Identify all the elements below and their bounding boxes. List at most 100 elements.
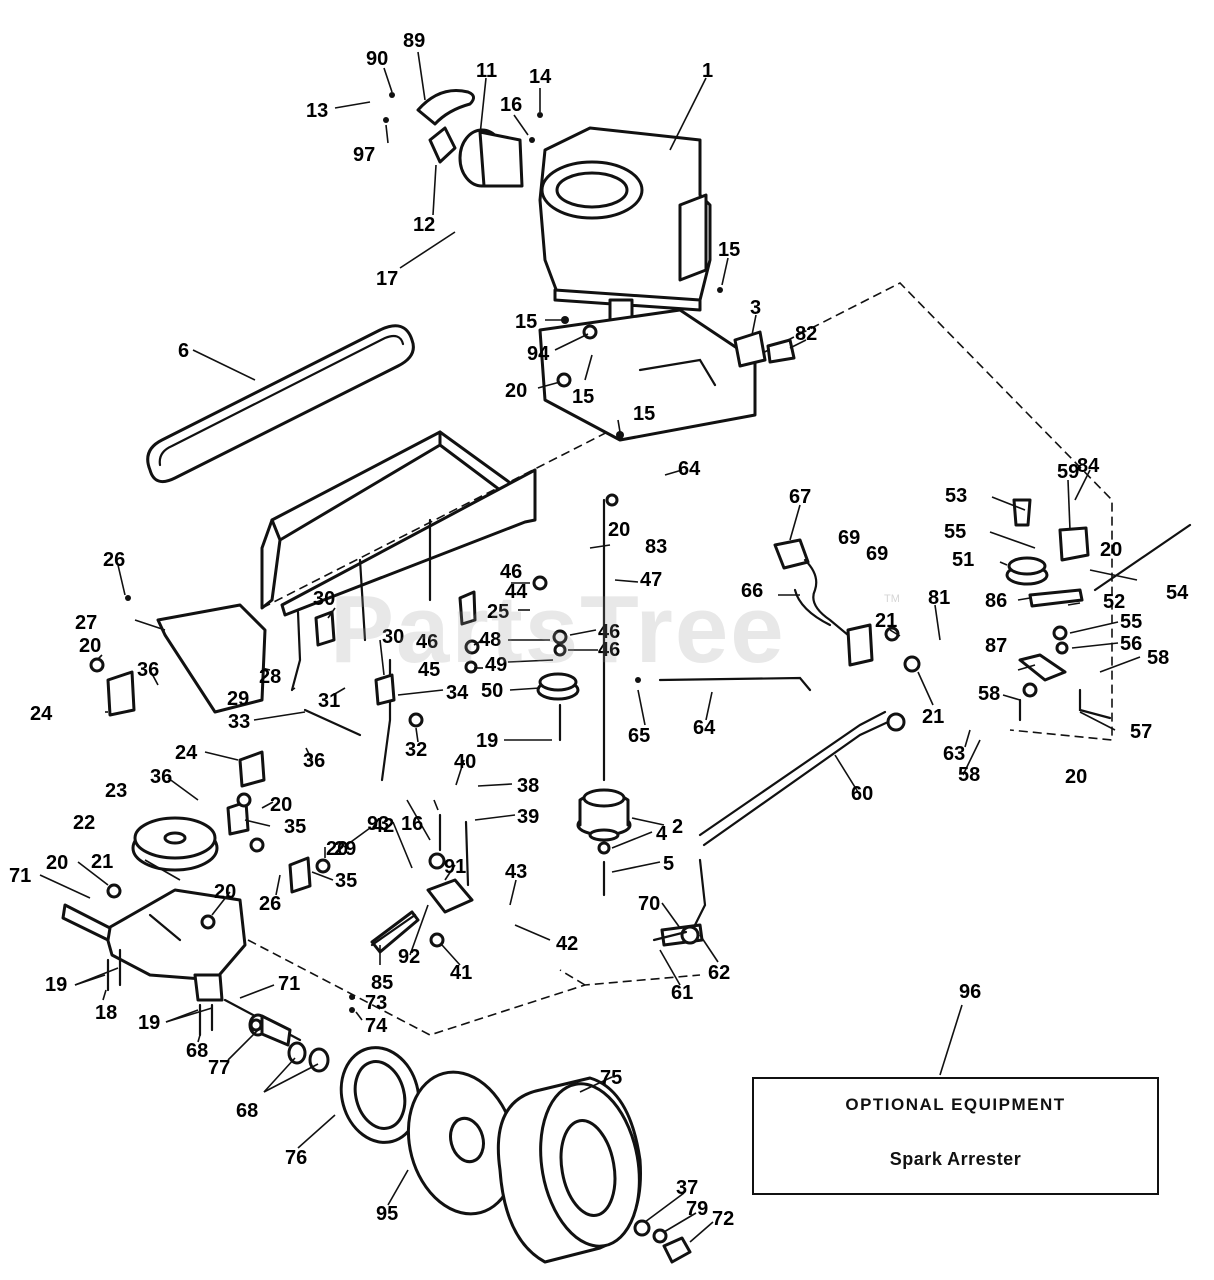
callout-55-top: 55	[944, 521, 966, 543]
optional-equipment-item: Spark Arrester	[889, 1149, 1022, 1169]
callout-41: 41	[450, 962, 472, 984]
callout-43: 43	[505, 861, 527, 883]
callout-6: 6	[178, 340, 189, 362]
callout-26-lower: 26	[259, 893, 281, 915]
callout-5: 5	[663, 853, 674, 875]
callout-54: 54	[1166, 582, 1189, 604]
callout-60: 60	[851, 783, 873, 805]
callout-20-transaxle: 20	[46, 852, 68, 874]
linkage-rods	[290, 498, 1192, 927]
callout-47: 47	[640, 569, 662, 591]
callout-62: 62	[708, 962, 730, 984]
callout-67: 67	[789, 486, 811, 508]
callout-46-right-b: 46	[598, 639, 620, 661]
fasteners	[89, 92, 1069, 1037]
idler-pulleys	[536, 556, 1049, 701]
callout-15-frame: 15	[633, 403, 655, 425]
callout-58-right: 58	[1147, 647, 1169, 669]
callout-24-left: 24	[30, 703, 53, 725]
callout-90: 90	[366, 48, 388, 70]
callout-20-pulley: 20	[326, 838, 348, 860]
callout-77: 77	[208, 1057, 230, 1079]
callout-81: 81	[928, 587, 950, 609]
callout-74: 74	[365, 1015, 388, 1037]
callout-19-pulley: 19	[476, 730, 498, 752]
callout-37: 37	[676, 1177, 698, 1199]
chassis-frame	[260, 430, 537, 642]
callout-21-shaft: 21	[875, 610, 897, 632]
callout-16: 16	[500, 94, 522, 116]
callout-36-left: 36	[137, 659, 159, 681]
callout-61: 61	[671, 982, 693, 1004]
drive-belt	[146, 324, 415, 484]
callout-29-center: 29	[334, 838, 356, 860]
callout-3: 3	[750, 297, 761, 319]
callout-71-right: 71	[278, 973, 300, 995]
callout-19-transaxle-left: 19	[45, 974, 67, 996]
callout-86: 86	[985, 590, 1007, 612]
callout-44: 44	[505, 581, 528, 603]
callout-50: 50	[481, 680, 503, 702]
callout-12: 12	[413, 214, 435, 236]
callout-31: 31	[318, 690, 340, 712]
callout-75: 75	[600, 1067, 622, 1089]
callout-35-lower: 35	[335, 870, 357, 892]
callout-48: 48	[479, 629, 501, 651]
callout-56: 56	[1120, 633, 1142, 655]
callout-46-left-a: 46	[416, 631, 438, 653]
callout-49: 49	[485, 654, 507, 676]
callout-72: 72	[712, 1208, 734, 1230]
callout-42-upper: 42	[372, 815, 394, 837]
callout-52: 52	[1103, 591, 1125, 613]
callout-66: 66	[741, 580, 763, 602]
callout-22: 22	[73, 812, 95, 834]
callout-85: 85	[371, 972, 393, 994]
callout-91: 91	[444, 856, 466, 878]
callout-35-upper: 35	[284, 816, 306, 838]
muffler-assembly	[416, 89, 524, 188]
callout-29-left: 29	[227, 688, 249, 710]
callout-38: 38	[517, 775, 539, 797]
callout-93: 93	[367, 813, 389, 835]
callout-76: 76	[285, 1147, 307, 1169]
optional-equipment-title: OPTIONAL EQUIPMENT	[845, 1095, 1066, 1114]
callout-21-right: 21	[922, 706, 944, 728]
callout-32: 32	[405, 739, 427, 761]
callout-20-frame-center: 20	[608, 519, 630, 541]
callout-25: 25	[487, 601, 509, 623]
callout-46-top: 46	[500, 561, 522, 583]
callout-33: 33	[228, 711, 250, 733]
callout-24-mid: 24	[175, 742, 198, 764]
callout-68-upper: 68	[186, 1040, 208, 1062]
callout-2: 2	[672, 816, 683, 838]
optional-equipment-box: OPTIONAL EQUIPMENT Spark Arrester	[752, 1077, 1159, 1195]
callout-58-mid: 58	[978, 683, 1000, 705]
callout-14: 14	[529, 66, 552, 88]
callout-63: 63	[943, 743, 965, 765]
callout-73: 73	[365, 992, 387, 1014]
callout-51: 51	[952, 549, 974, 571]
callout-28: 28	[259, 666, 281, 688]
callout-20-transaxle-top: 20	[214, 881, 236, 903]
callout-83: 83	[645, 536, 667, 558]
callout-70: 70	[638, 893, 660, 915]
callout-36-lower: 36	[150, 766, 172, 788]
callout-95: 95	[376, 1203, 398, 1225]
callout-15-center: 15	[572, 386, 594, 408]
engine	[538, 126, 757, 442]
callout-55-mid: 55	[1120, 611, 1142, 633]
callout-15-top-right: 15	[718, 239, 740, 261]
callout-19-transaxle-right: 19	[138, 1012, 160, 1034]
axle-hardware	[248, 1013, 330, 1073]
callout-68-lower: 68	[236, 1100, 258, 1122]
callout-46-right-a: 46	[598, 621, 620, 643]
callout-87: 87	[985, 635, 1007, 657]
callout-20-bracket: 20	[1100, 539, 1122, 561]
callout-58-lower: 58	[958, 764, 980, 786]
callout-39: 39	[517, 806, 539, 828]
callout-13: 13	[306, 100, 328, 122]
callout-15-left: 15	[515, 311, 537, 333]
callout-labels: 1 89 90 11 14 13 16 97 12 17 15 15 94 3 …	[9, 30, 1189, 1230]
callout-20-lower-right: 20	[1065, 766, 1087, 788]
